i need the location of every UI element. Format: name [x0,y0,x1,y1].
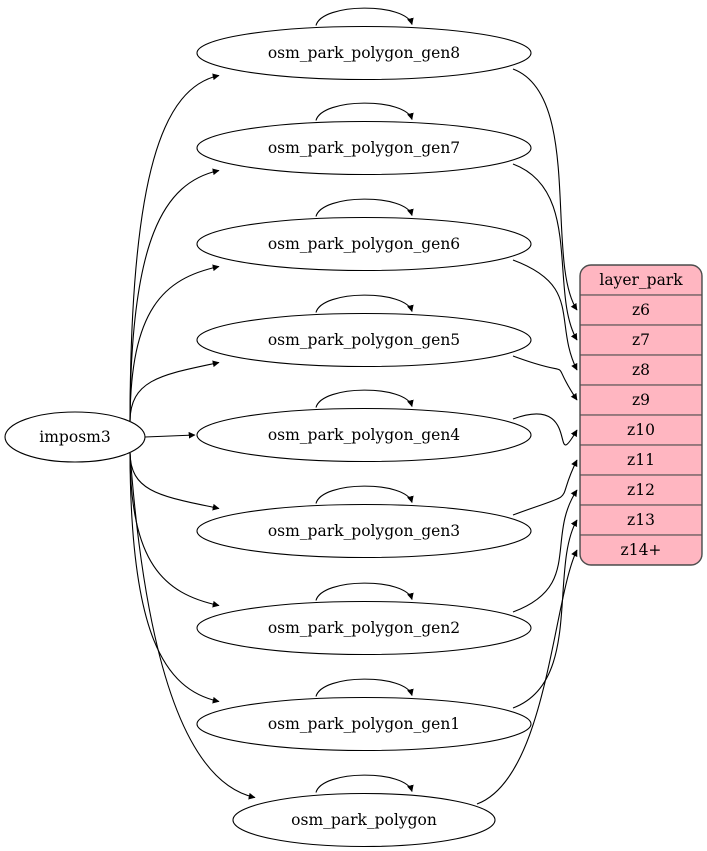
node-osm_park_polygon_gen5-label: osm_park_polygon_gen5 [268,331,460,349]
node-osm_park_polygon_gen6-label: osm_park_polygon_gen6 [268,235,460,253]
selfloop-osm_park_polygon_gen6 [315,198,414,217]
layer-park-row-z9[interactable] [580,384,702,416]
edge-imposm3-to-osm_park_polygon_gen2 [129,452,220,608]
selfloop-osm_park_polygon_gen8 [315,7,414,26]
edge-osm_park_polygon_gen7-to-z7 [512,163,578,341]
node-osm_park_polygon_gen3-shape[interactable] [196,503,532,559]
layer-park-row-z14[interactable] [580,534,702,565]
layer-park-row-label-z6: z6 [632,301,650,319]
layer-park-row-label-z9: z9 [632,391,650,409]
selfloop-osm_park_polygon_gen3 [315,485,414,504]
selfloop-osm_park_polygon [315,774,414,793]
node-osm_park_polygon-label: osm_park_polygon [291,811,437,829]
node-osm_park_polygon_gen7-shape[interactable] [196,120,532,176]
layer-park-row-z7[interactable] [580,324,702,356]
edge-osm_park_polygon_gen6-to-z8 [512,259,578,371]
layer-park-row-label-z12: z12 [627,481,655,499]
edge-osm_park_polygon-to-z14 [476,549,578,805]
edges-to-layer-park [476,68,578,805]
node-osm_park_polygon_gen7-label: osm_park_polygon_gen7 [268,139,460,157]
selfloop-osm_park_polygon_gen4 [315,389,414,408]
edge-imposm3-to-osm_park_polygon_gen5 [129,360,220,422]
node-osm_park_polygon_gen1-shape[interactable] [196,696,532,752]
edge-imposm3-to-osm_park_polygon [129,452,256,800]
node-osm_park_polygon-shape[interactable] [232,792,496,848]
edge-imposm3-to-osm_park_polygon_gen3 [129,452,220,511]
edge-osm_park_polygon_gen8-to-z6 [512,68,578,311]
node-osm_park_polygon_gen6-shape[interactable] [196,216,532,272]
layer-park-row-label-z8: z8 [632,361,650,379]
node-imposm3-label: imposm3 [39,428,110,446]
ellipse-nodes: osm_park_polygon_gen8 osm_park_polygon_ge… [196,25,532,848]
selfloop-osm_park_polygon_gen7 [315,102,414,121]
layer-park-row-label-z14: z14+ [621,541,662,559]
node-osm_park_polygon_gen8-shape[interactable] [196,25,532,81]
node-osm_park_polygon_gen5-shape[interactable] [196,312,532,368]
edge-osm_park_polygon_gen4-to-z10 [512,413,578,446]
selfloop-osm_park_polygon_gen1 [315,678,414,697]
node-osm_park_polygon_gen2-shape[interactable] [196,600,532,656]
node-osm_park_polygon_gen8-label: osm_park_polygon_gen8 [268,44,460,62]
edge-osm_park_polygon_gen2-to-z12 [512,489,578,613]
layer-park-row-label-z11: z11 [627,451,655,469]
layer-park-table[interactable]: layer_park z6 z7 z8 z9 z10 z11 z12 z13 z14+ [579,264,703,566]
source-node-imposm3[interactable]: imposm3 [4,411,146,463]
edge-imposm3-to-osm_park_polygon_gen6 [129,264,220,422]
edge-osm_park_polygon_gen1-to-z13 [512,519,578,709]
layer-park-row-label-z10: z10 [627,421,655,439]
edge-imposm3-to-osm_park_polygon_gen4 [144,431,196,439]
selfloop-osm_park_polygon_gen5 [315,294,414,313]
self-loop-edges [315,7,414,793]
layer-park-row-z10[interactable] [580,414,702,446]
edges-from-imposm3 [129,73,256,800]
selfloop-osm_park_polygon_gen2 [315,582,414,601]
node-osm_park_polygon_gen4-shape[interactable] [196,407,532,463]
layer-park-rows: layer_park z6 z7 z8 z9 z10 z11 z12 z13 z14+ [580,265,702,565]
edge-osm_park_polygon_gen5-to-z9 [512,355,578,401]
node-osm_park_polygon_gen4-label: osm_park_polygon_gen4 [268,426,460,444]
layer-park-row-z13[interactable] [580,504,702,536]
layer-park-header-label: layer_park [599,271,683,289]
edge-imposm3-to-osm_park_polygon_gen8 [129,73,220,422]
edge-imposm3-to-osm_park_polygon_gen7 [129,168,220,422]
layer-park-row-z12[interactable] [580,474,702,506]
node-osm_park_polygon_gen2-label: osm_park_polygon_gen2 [268,619,460,637]
layer-park-outline [579,264,703,566]
node-osm_park_polygon_gen3-label: osm_park_polygon_gen3 [268,522,460,540]
node-osm_park_polygon_gen1-label: osm_park_polygon_gen1 [268,715,460,733]
layer-park-row-label-z13: z13 [627,511,655,529]
edge-osm_park_polygon_gen3-to-z11 [512,459,578,516]
edge-imposm3-to-osm_park_polygon_gen1 [129,452,220,704]
layer-park-row-z11[interactable] [580,444,702,476]
layer-park-row-label-z7: z7 [632,331,650,349]
node-imposm3-shape[interactable] [4,411,146,463]
